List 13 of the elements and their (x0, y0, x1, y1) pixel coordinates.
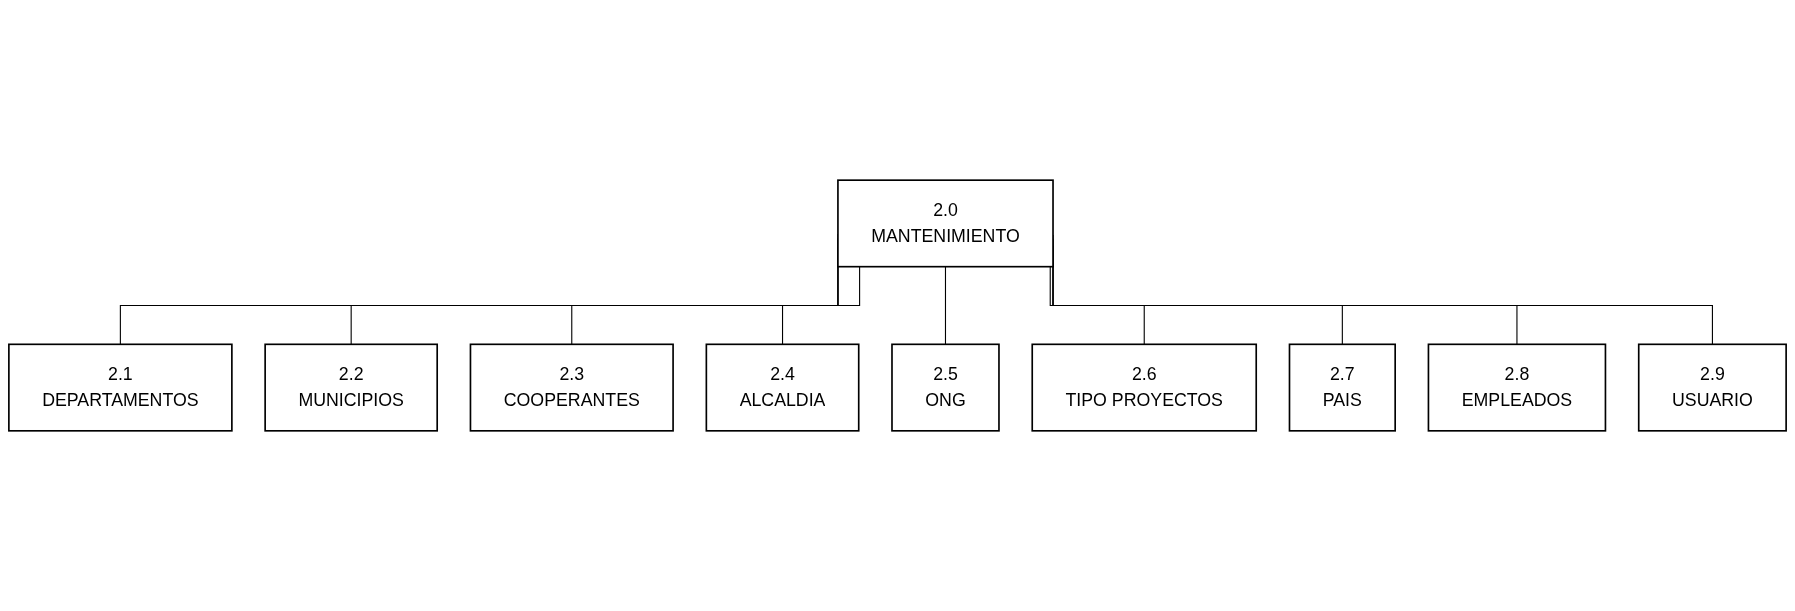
node-box: 2.4 ALCALDIA (705, 343, 860, 432)
node-box: 2.8 EMPLEADOS (1427, 343, 1607, 432)
node-box: 2.7 PAIS (1288, 343, 1396, 432)
connector (944, 266, 947, 345)
node-box: 2.1 DEPARTAMENTOS (8, 343, 233, 432)
connector (782, 266, 861, 345)
node-box: 2.9 USUARIO (1637, 343, 1787, 432)
node-box: 2.3 COOPERANTES (469, 343, 674, 432)
connector (1049, 266, 1145, 345)
node-box: 2.6 TIPO PROYECTOS (1031, 343, 1258, 432)
node-box: 2.2 MUNICIPIOS (264, 343, 438, 432)
node-box: 2.5 ONG (891, 343, 1000, 432)
node-box: 2.0 MANTENIMIENTO (837, 179, 1054, 268)
